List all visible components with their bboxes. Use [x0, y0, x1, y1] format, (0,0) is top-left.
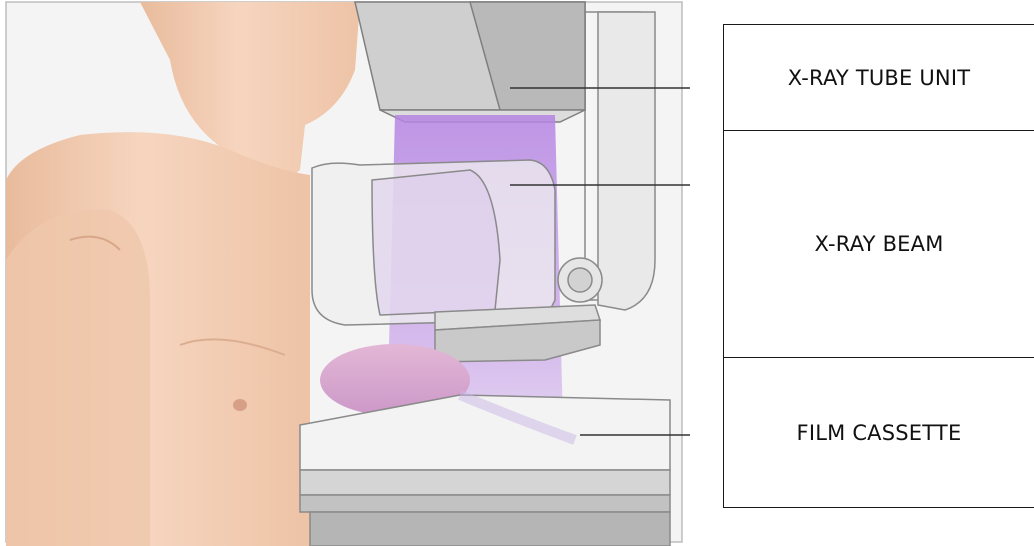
label-film-cassette: FILM CASSETTE	[724, 358, 1034, 508]
label-xray-beam: X-RAY BEAM	[724, 131, 1034, 358]
mammography-illustration	[0, 0, 690, 546]
label-xray-tube-unit: X-RAY TUBE UNIT	[724, 25, 1034, 131]
film-cassette-drawing	[300, 395, 670, 546]
nipple	[233, 399, 247, 411]
xray-tube-unit-drawing	[355, 2, 585, 122]
label-table: X-RAY TUBE UNIT X-RAY BEAM FILM CASSETTE	[723, 24, 1034, 508]
